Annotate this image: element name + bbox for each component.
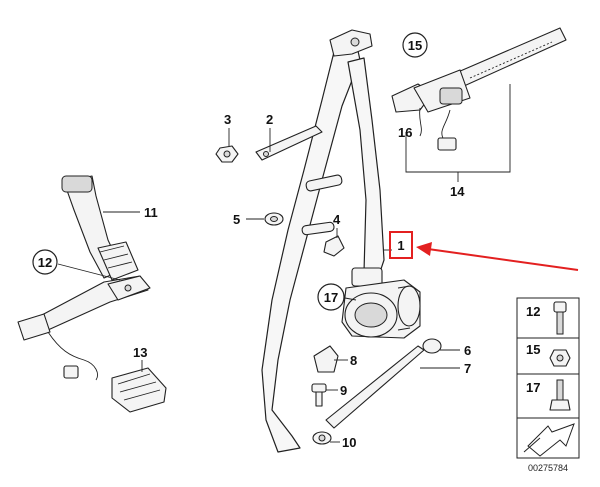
callout-12-circle bbox=[32, 249, 58, 275]
rod-part-7 bbox=[325, 345, 425, 429]
callout-8: 8 bbox=[350, 353, 357, 368]
legend-label-15: 15 bbox=[526, 342, 540, 357]
callout-13: 13 bbox=[133, 345, 147, 360]
washer-part-5 bbox=[264, 212, 284, 226]
legend-label-17: 17 bbox=[526, 380, 540, 395]
callout-7: 7 bbox=[464, 361, 471, 376]
callout-6: 6 bbox=[464, 343, 471, 358]
flange-bolt-icon bbox=[549, 379, 571, 411]
callout-3: 3 bbox=[224, 112, 231, 127]
callout-11: 11 bbox=[144, 205, 158, 220]
leader-lines bbox=[57, 128, 460, 443]
cap-part-4 bbox=[323, 235, 345, 257]
seat-buckle bbox=[17, 175, 151, 381]
highlight-box bbox=[389, 231, 413, 259]
callout-10: 10 bbox=[342, 435, 356, 450]
direction-arrow-icon bbox=[523, 423, 575, 457]
callout-5: 5 bbox=[233, 212, 240, 227]
callout-1: 1 bbox=[397, 238, 404, 253]
bracket-part-2 bbox=[255, 125, 323, 161]
callout-4: 4 bbox=[333, 212, 341, 227]
belt-retractor bbox=[341, 267, 421, 339]
seat-belt-strap bbox=[261, 29, 385, 453]
callout-17: 17 bbox=[324, 290, 338, 305]
height-adjuster-rail bbox=[391, 27, 567, 151]
grommet-part-6 bbox=[422, 338, 442, 354]
diagram-number: 00275784 bbox=[528, 463, 568, 473]
anchor-part-10 bbox=[312, 431, 332, 445]
bolt-icon bbox=[553, 301, 567, 335]
callout-12: 12 bbox=[38, 255, 52, 270]
red-arrow-icon bbox=[416, 242, 579, 271]
callout-16: 16 bbox=[398, 125, 412, 140]
callout-9: 9 bbox=[340, 383, 347, 398]
callout-2: 2 bbox=[266, 112, 273, 127]
connector-part-13 bbox=[111, 367, 167, 413]
cover-part-8 bbox=[313, 345, 339, 373]
callout-15-circle bbox=[402, 32, 428, 58]
callout-14: 14 bbox=[450, 184, 465, 199]
hardware-legend: 12 15 17 bbox=[516, 297, 580, 459]
legend-label-12: 12 bbox=[526, 304, 540, 319]
nut-part-3 bbox=[215, 145, 239, 163]
callout-17-circle bbox=[317, 283, 345, 311]
bolt-part-9 bbox=[311, 383, 327, 407]
nut-icon bbox=[549, 349, 571, 367]
callout-15: 15 bbox=[408, 38, 422, 53]
